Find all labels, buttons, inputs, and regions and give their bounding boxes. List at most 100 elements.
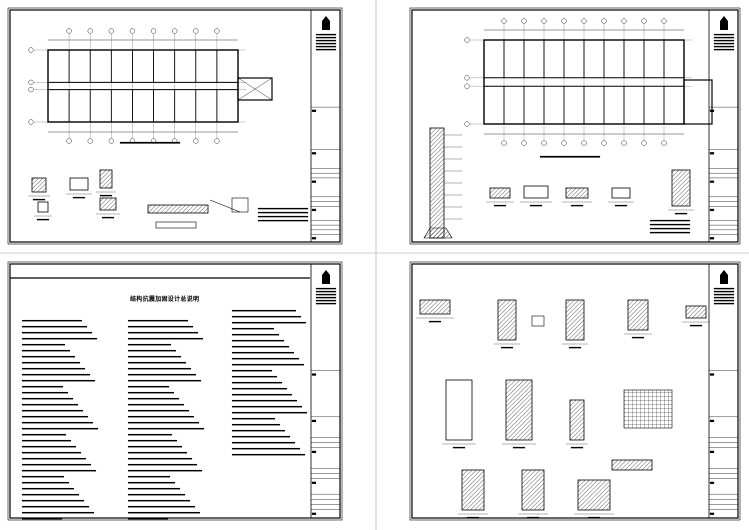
note-text-line (21, 463, 92, 466)
axis-bubble (521, 18, 527, 24)
axis-bubble (193, 28, 199, 34)
logo-icon (720, 270, 728, 284)
axis-bubble (150, 28, 157, 34)
note-text-line (21, 337, 98, 340)
note-text-line (231, 315, 302, 318)
footing-section (423, 227, 453, 239)
title-block-label (311, 512, 317, 515)
plan-title (539, 155, 601, 158)
section-detail (489, 187, 511, 199)
title-block-label (311, 237, 317, 240)
section-detail (671, 169, 691, 207)
general-notes-title: 结构抗震加固设计总说明 (130, 296, 200, 303)
detail-label (512, 446, 526, 449)
note-text-line (231, 375, 278, 378)
title-text-line (713, 293, 735, 296)
title-text-line (713, 302, 735, 305)
sheet-border (409, 261, 741, 521)
axis-bubble (28, 79, 34, 86)
note-text-line (127, 517, 169, 520)
title-text-line (713, 39, 735, 42)
axis-bubble (621, 140, 627, 146)
title-block-label (311, 152, 317, 155)
axis-bubble (214, 28, 220, 34)
section-detail (497, 299, 517, 341)
note-text-line (231, 405, 303, 408)
title-block-label (709, 152, 715, 155)
note-text-line (231, 393, 293, 396)
note-text-line (127, 493, 186, 496)
section-detail (685, 305, 707, 319)
note-text-line (127, 373, 197, 376)
axis-bubble (172, 28, 178, 34)
note-text-line (21, 349, 71, 352)
wall-section (429, 127, 445, 239)
note-text-line (21, 409, 84, 412)
axis-bubble (464, 83, 470, 89)
title-text-line (315, 293, 337, 296)
title-block-label (311, 419, 317, 423)
logo-icon (720, 16, 728, 30)
note-text-line (21, 397, 74, 400)
detail-label (570, 446, 584, 449)
detail-label (99, 194, 113, 197)
title-block-label (709, 419, 715, 423)
section-detail (419, 299, 451, 315)
axis-bubble (214, 138, 220, 144)
note-text-line (127, 325, 194, 328)
note-text-line (231, 363, 305, 366)
section-detail (445, 379, 473, 441)
sheet-border (409, 7, 741, 245)
note-text-line (21, 469, 97, 472)
note-text-line (21, 517, 63, 520)
title-text-line (315, 33, 337, 36)
logo-icon (322, 270, 330, 284)
detail-label (631, 336, 645, 339)
section-detail (523, 185, 549, 199)
title-text-line (713, 48, 735, 51)
note-text-line (231, 357, 300, 360)
axis-bubble (87, 138, 93, 144)
note-text-line (127, 361, 187, 364)
axis-bubble (464, 121, 470, 127)
note-text-line (21, 325, 88, 328)
title-text-line (315, 42, 337, 45)
section-detail (611, 187, 631, 199)
note-text-line (21, 385, 64, 388)
title-text-line (315, 302, 337, 305)
note-text-line (127, 385, 170, 388)
axis-bubble (193, 138, 199, 144)
note-text-line (649, 231, 691, 234)
note-text-line (231, 327, 275, 330)
drawing-frame (411, 263, 739, 519)
axis-bubble (501, 18, 507, 24)
axis-bubble (561, 18, 567, 24)
title-block-label (709, 450, 715, 454)
detail-label (101, 216, 115, 219)
title-block-label (311, 481, 317, 484)
axis-bubble (641, 140, 647, 146)
note-text-line (231, 321, 307, 324)
title-text-line (315, 48, 337, 51)
title-block-label (709, 512, 715, 515)
title-block-label (709, 481, 715, 484)
floor-plan-outline (47, 49, 239, 123)
axis-bubble (129, 28, 136, 34)
note-text-line (127, 337, 204, 340)
detail-label (526, 516, 540, 519)
note-text-line (21, 451, 82, 454)
note-text-line (649, 223, 691, 226)
axis-bubble (661, 18, 667, 24)
sheet-border (7, 261, 343, 521)
note-text-line (127, 319, 189, 322)
note-text-line (127, 349, 177, 352)
section-detail (231, 197, 249, 213)
section-detail (99, 169, 113, 189)
note-text-line (21, 391, 69, 394)
detail-label (587, 516, 601, 519)
axis-bubble (661, 140, 667, 146)
title-block-label (311, 109, 317, 112)
note-text-line (231, 387, 288, 390)
title-text-line (713, 36, 735, 39)
